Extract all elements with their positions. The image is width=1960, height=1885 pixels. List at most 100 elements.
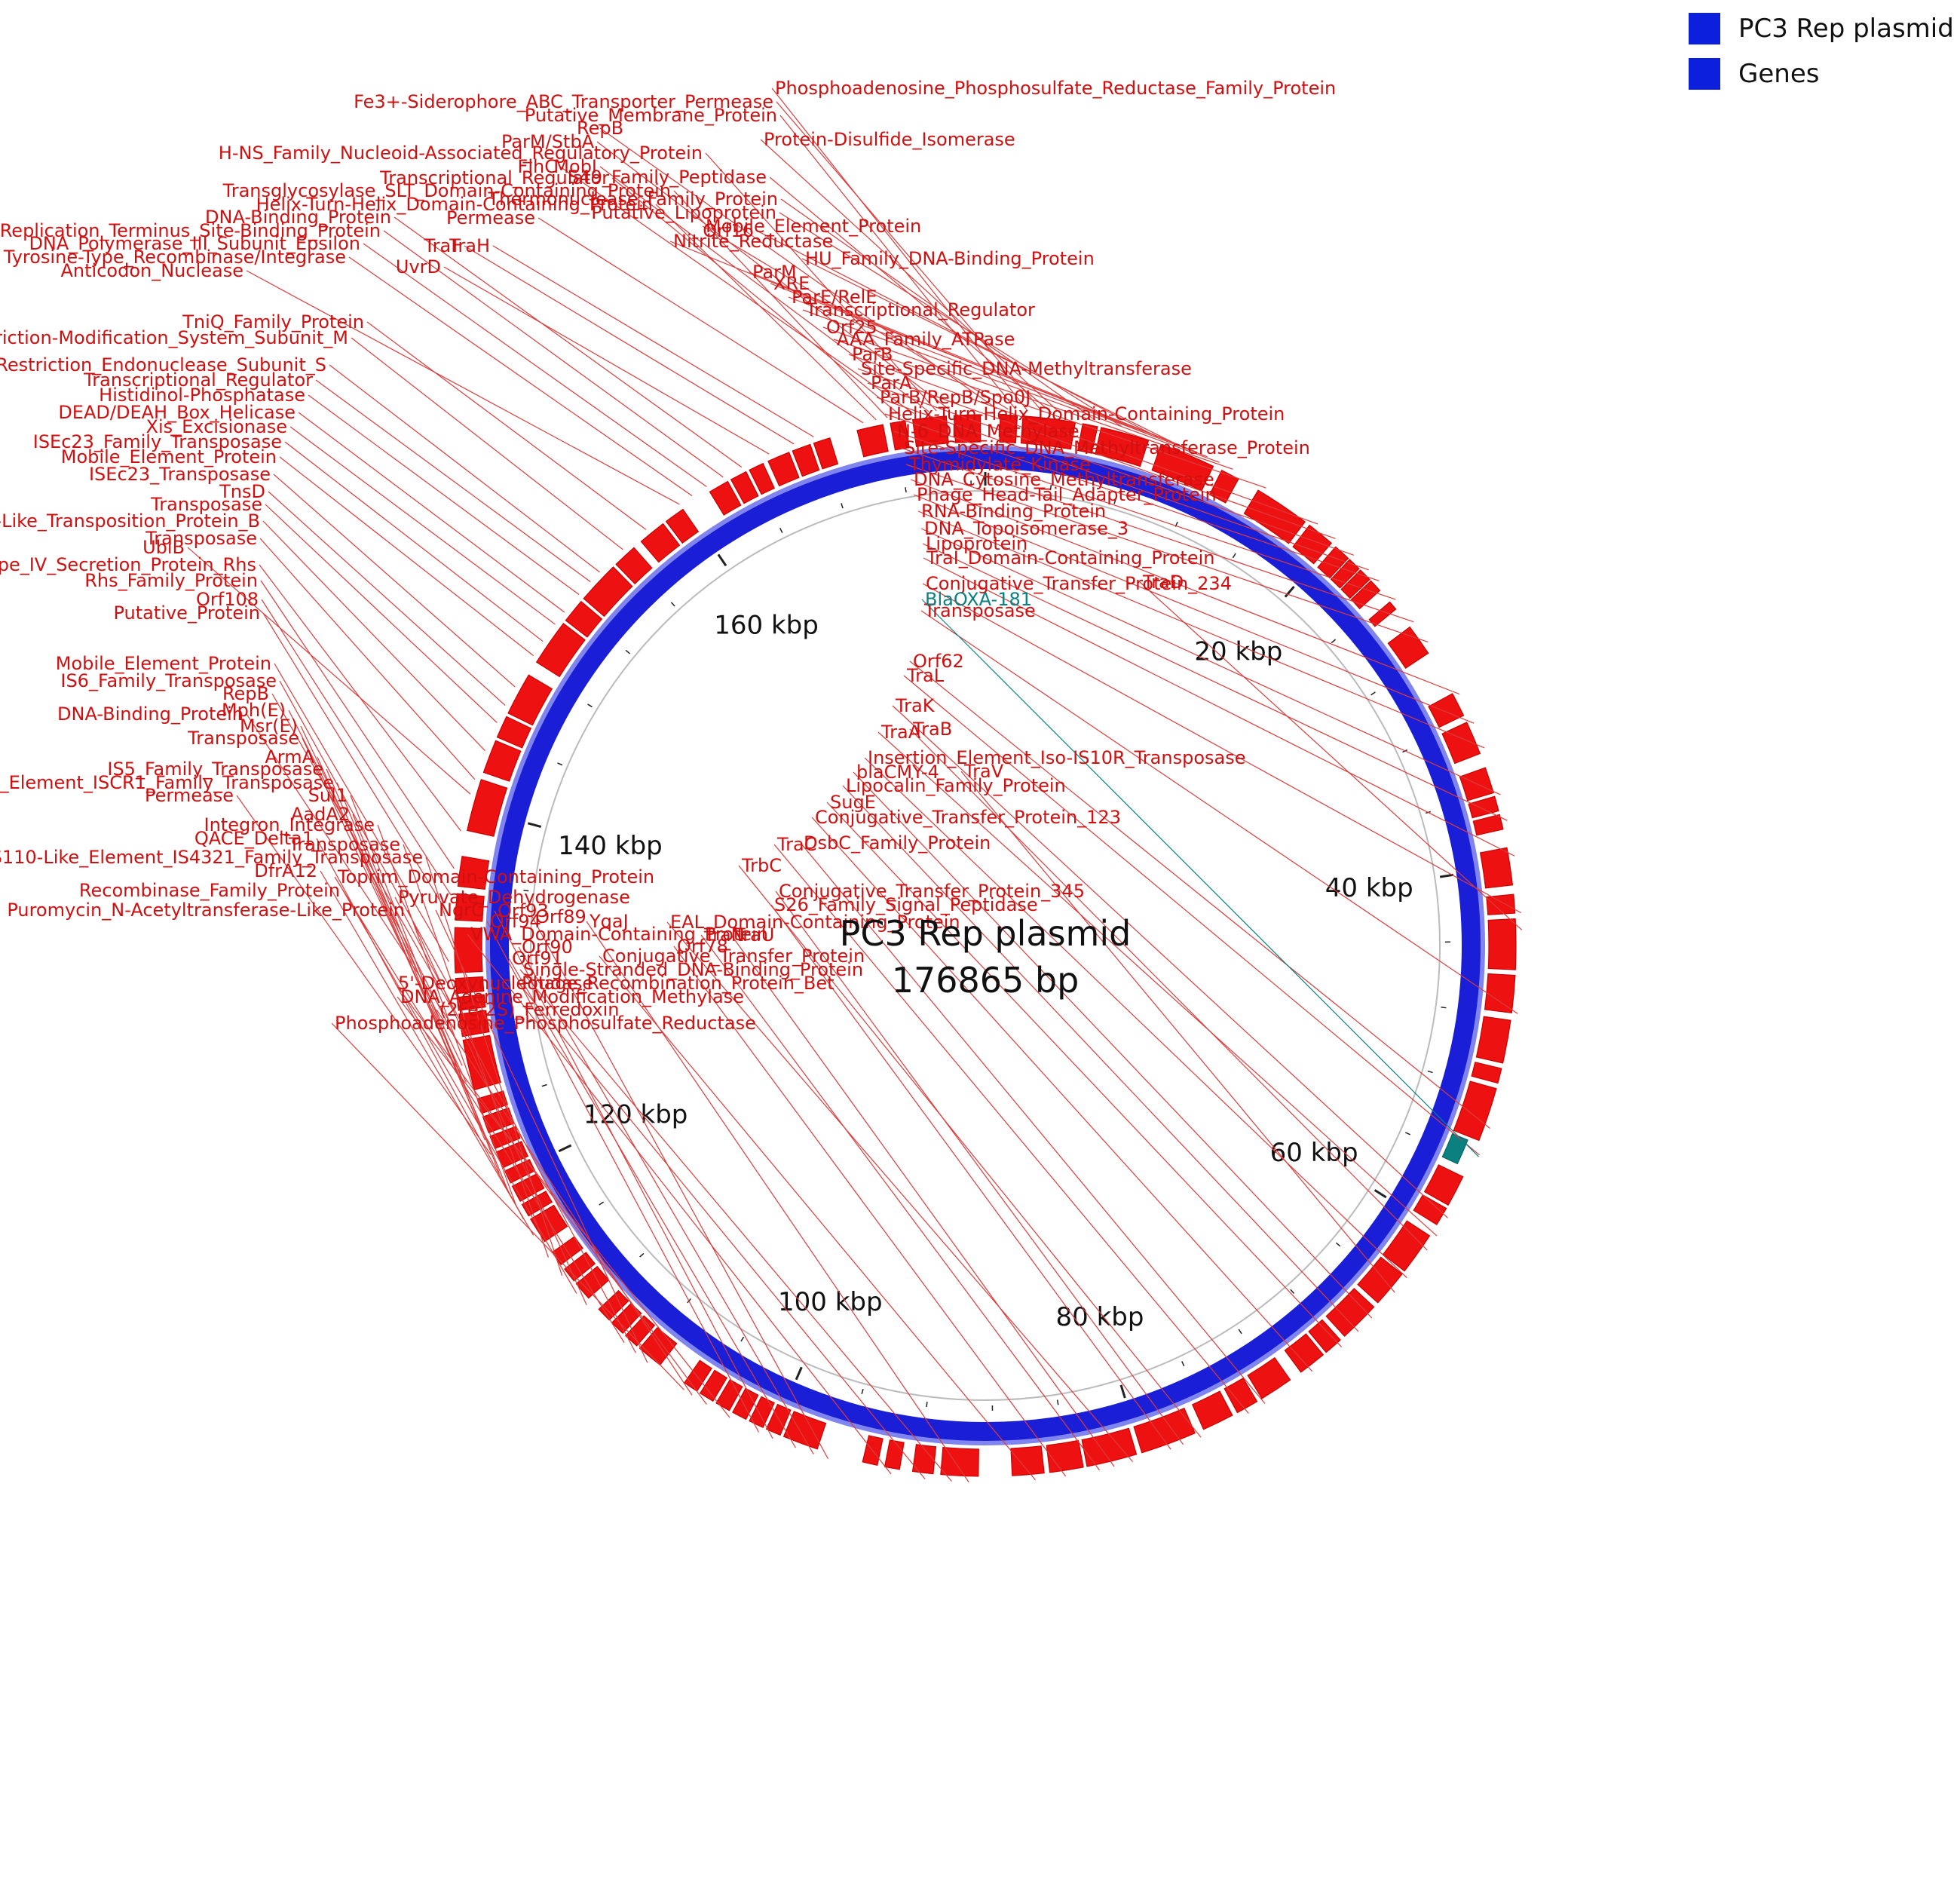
label-leader-line [811,817,1313,1372]
gene-block [890,420,910,451]
gene-label: Orf78 [677,936,728,957]
gene-block [767,452,800,487]
gene-label: BlaOXA-181 [925,589,1032,610]
minor-tick [599,1201,605,1206]
gene-label: RepB [222,683,269,704]
gene-block-layer [454,414,1517,1477]
gene-label: Lipocalin_Family_Protein [846,775,1066,796]
major-tick [1284,585,1295,598]
gene-label: Tn7-Like_Transposition_Protein_B [0,510,260,532]
label-leader-line [922,543,1508,821]
gene-label-layer: Phosphoadenosine_Phosphosulfate_Reductas… [0,78,1336,1034]
gene-label: TraI_Domain-Containing_Protein [926,547,1214,569]
gene-block [1292,524,1333,565]
gene-label: DNA_Replication_Terminus_Site-Binding_Pr… [0,220,381,241]
gene-label: Msr(E) [240,716,298,737]
minor-tick [526,1020,532,1023]
gene-label: Phage_Head-Tail_Adapter_Protein [917,484,1217,505]
gene-label: Recombinase_Family_Protein [79,880,340,901]
label-leader-line [822,326,1233,470]
label-leader-line [518,946,814,1454]
minor-tick [779,527,783,533]
gene-block [565,600,603,638]
gene-label: ParE/RelE [792,287,877,308]
gene-block [467,779,508,837]
gene-block [1350,580,1381,610]
plasmid-name: PC3 Rep plasmid [840,913,1132,954]
label-leader-line [775,890,1184,1445]
minor-tick [523,889,529,892]
gene-label: IS91-Like_Element_ISCR1_Family_Transposa… [0,772,334,793]
legend-label-plasmid: PC3 Rep plasmid [1738,14,1954,44]
minor-tick [1113,498,1116,504]
gene-label: ArmA [265,746,314,768]
label-leader-line [265,504,498,723]
label-leader-line [877,731,1438,1237]
gene-block [455,976,485,995]
minor-tick [740,1336,745,1342]
label-leader-line [320,870,534,1236]
scale-tick-label: 20 kbp [1194,637,1282,667]
plasmid-length: 176865 bp [892,960,1080,1001]
gene-label: Orf93 [498,900,549,921]
label-leader-line [749,271,1187,449]
gene-label: IS110-Like_Element_IS4321_Family_Transpo… [0,847,423,868]
gene-label: AAA_Family_ATPase [837,329,1015,350]
backbone-ring [489,449,1481,1442]
label-leader-line [329,364,600,573]
gene-block [583,566,633,618]
gene-label: XRE [773,273,810,294]
minor-tick [557,762,563,766]
gene-label: Helix-Turn-Helix_Domain-Containing_Prote… [888,403,1285,425]
gene-label: Xis_Excisionase [146,416,287,437]
label-leader-line [669,241,1147,434]
gene-label: RepB [577,118,623,139]
label-leader-line [508,958,796,1448]
gene-block [1479,847,1514,889]
gene-label: Orf90 [522,936,573,958]
label-leader-line [673,946,1067,1477]
label-leader-line [800,842,1266,1405]
gene-label: Orf25 [826,317,877,338]
gene-label: AadA2 [291,804,350,825]
label-leader-line [923,557,1515,857]
gene-label: Restriction_Endonuclease_Subunit_S [0,354,326,375]
gene-label: Fe3+-Siderophore_ABC_Transporter_Permeas… [354,91,773,112]
label-leader-line [842,785,1359,1332]
gene-block [911,415,949,447]
gene-label: UvrD [396,256,441,277]
gene-label: TnsD [219,481,265,502]
gene-label: TraL [906,665,945,686]
gene-label: DsbC_Family_Protein [804,832,991,854]
gene-label: Conjugative_Transfer_Protein [602,946,865,967]
label-leader-line [905,464,1429,642]
gene-label: QACE_Delta1 [194,828,314,849]
gene-label: Phosphoadenosine_Phosphosulfate_Reductas… [775,78,1336,99]
gene-label: Type_I_Restriction-Modification_System_S… [0,327,348,348]
gene-block [856,424,889,458]
gene-label: FlhC [518,156,557,177]
gene-block [1423,1164,1464,1206]
label-leader-line [599,127,997,409]
gene-block [457,856,490,890]
gene-block [1471,1062,1502,1084]
label-leader-line [917,510,1485,749]
legend-item-genes: Genes [1689,51,1954,97]
label-leader-line [596,141,951,411]
gene-label: ISEc23_Transposase [89,464,271,485]
label-leader-line [913,494,1475,724]
gene-label: Transposase [288,834,400,855]
minor-tick [861,1388,864,1395]
gene-label: ParA [871,372,912,394]
label-leader-line [274,663,449,962]
gene-block [639,1327,678,1366]
label-leader-line [492,245,814,437]
gene-label: 5'-Deoxynucleotidase [398,973,593,994]
minor-tick [1335,1242,1341,1247]
label-leader-line [494,910,773,1439]
gene-label: H-NS_Family_Nucleoid-Associated_Regulato… [219,143,703,164]
minor-tick [541,1083,547,1087]
gene-label: ParM/StbA [501,131,595,152]
label-leader-line [884,413,1380,582]
gene-label: DNA_Cytosine_Methyltransferase [914,469,1214,490]
